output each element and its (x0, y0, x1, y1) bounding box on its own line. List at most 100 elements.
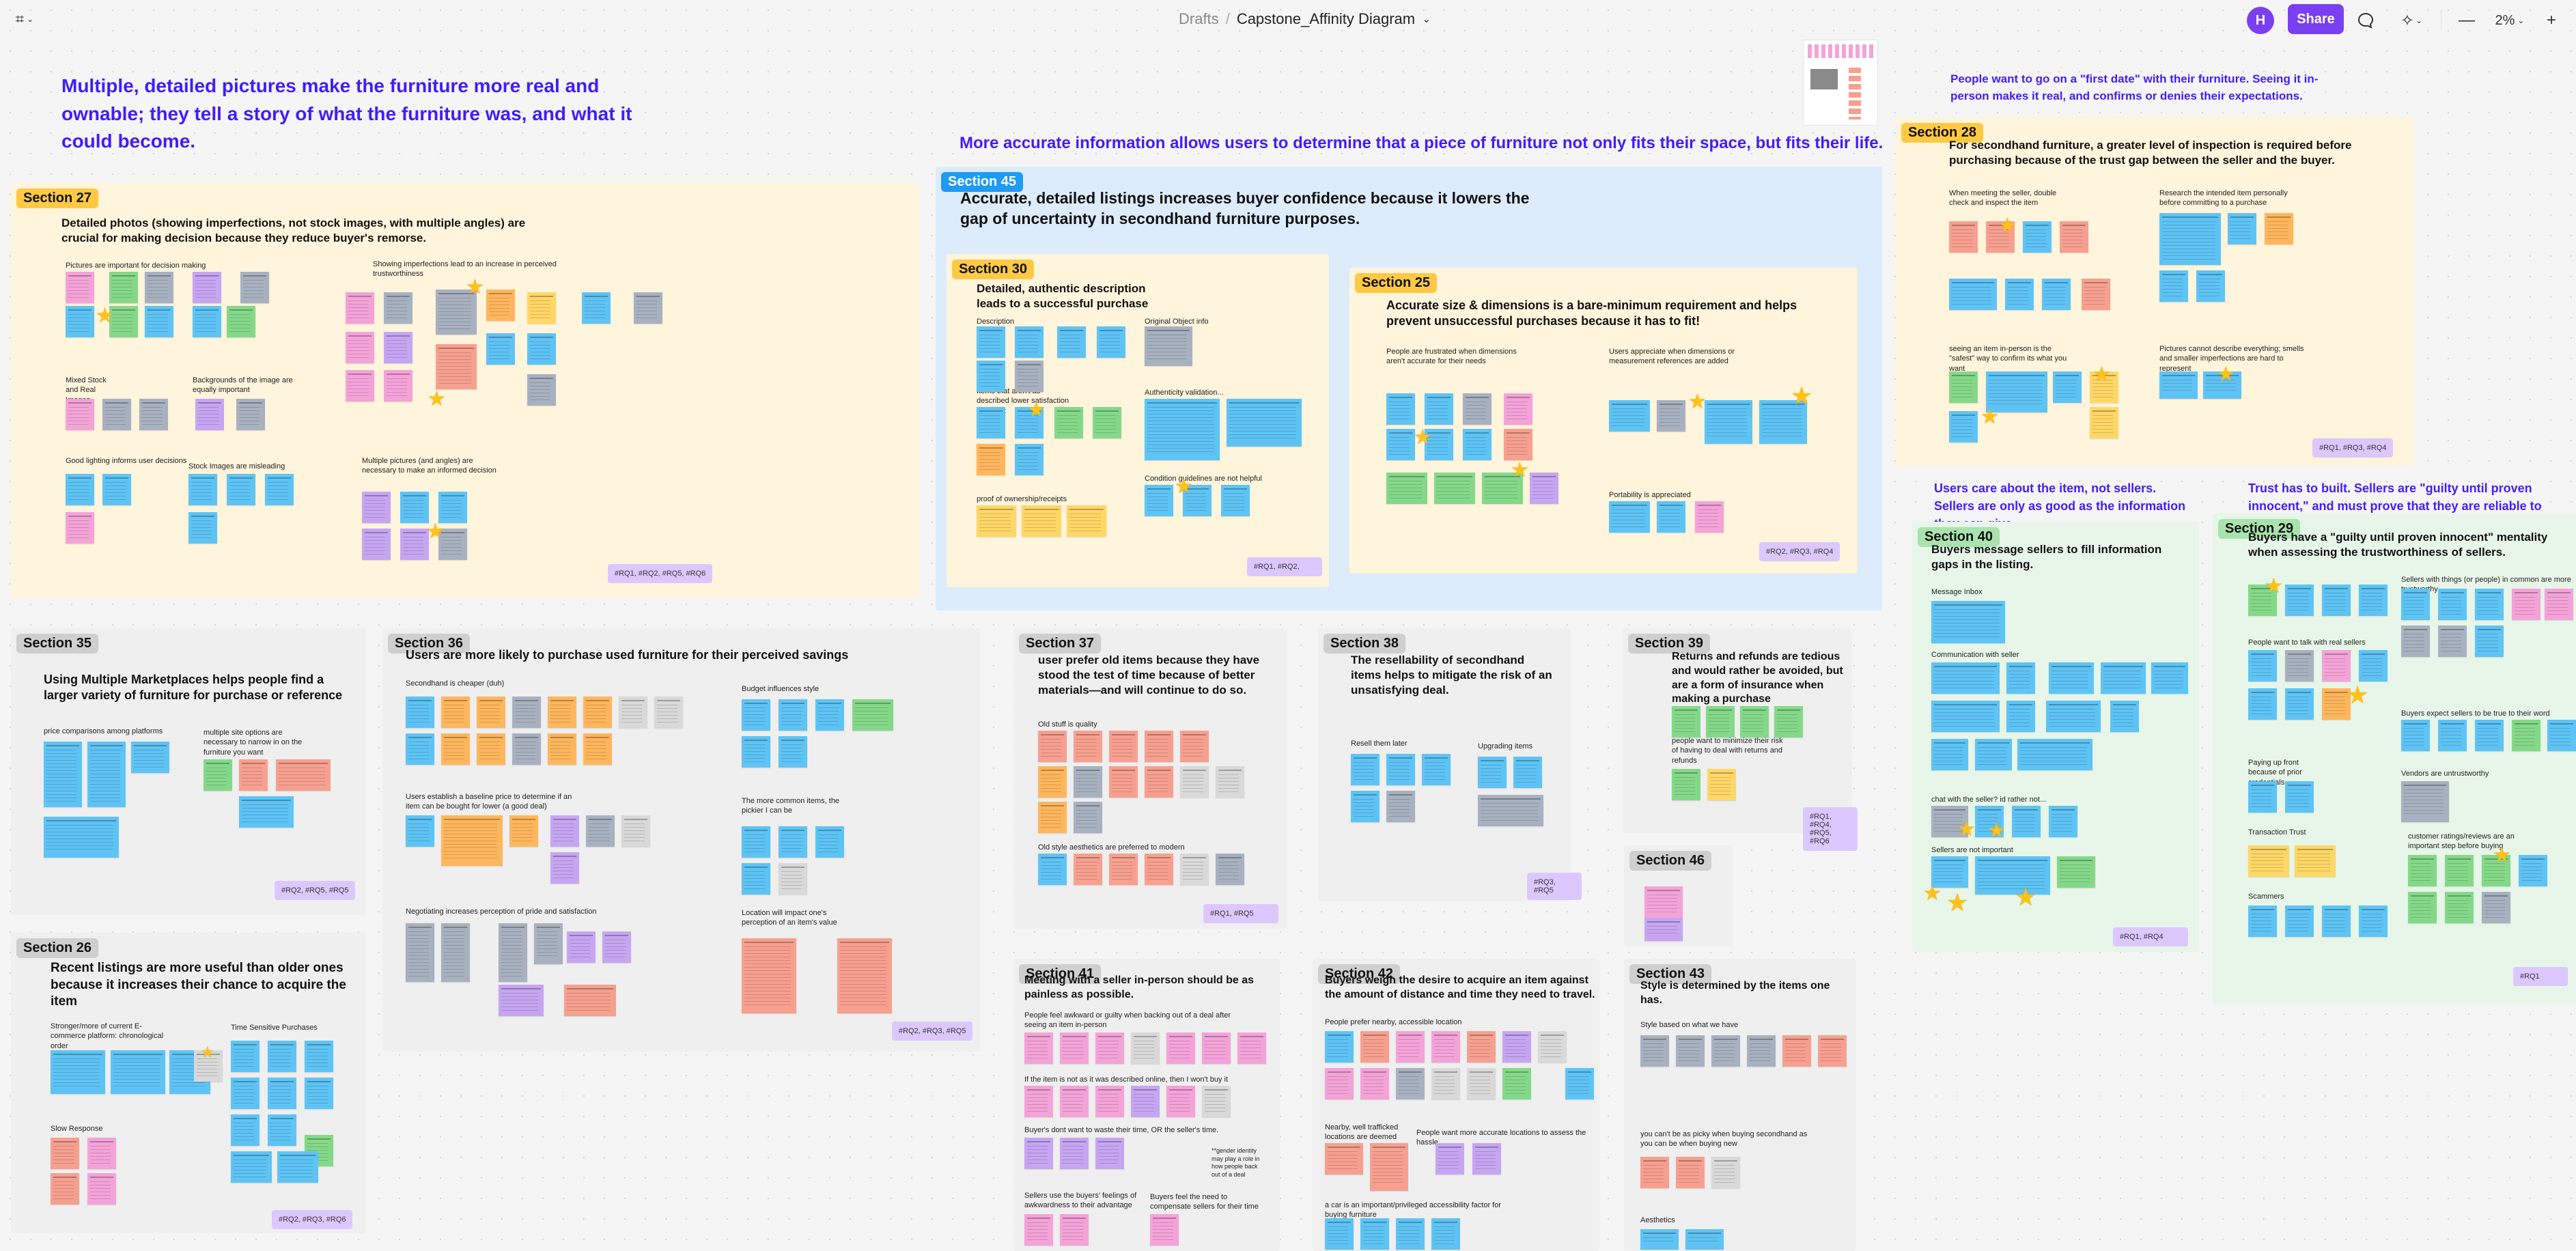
section-27[interactable]: Section 27 Detailed photos (showing impe… (11, 183, 919, 597)
sticky-note[interactable] (1504, 429, 1532, 460)
rq-tag[interactable]: #RQ1, #RQ2, #RQ5, #RQ6 (608, 564, 713, 583)
rq-tag[interactable]: #RQ1, #RQ3, #RQ4 (2312, 438, 2394, 458)
sticky-note[interactable] (1024, 1086, 1053, 1117)
sticky-note[interactable] (567, 931, 596, 963)
sticky-note[interactable] (583, 733, 612, 765)
sticky-note[interactable] (139, 399, 168, 430)
sticky-note[interactable] (1370, 1143, 1408, 1191)
sticky-note[interactable] (2359, 650, 2388, 681)
sticky-note[interactable] (527, 292, 556, 324)
sticky-note[interactable] (2006, 701, 2035, 732)
section-41[interactable]: Section 41 Meeting with a seller in-pers… (1013, 959, 1280, 1251)
sticky-note[interactable] (1931, 856, 1968, 888)
sticky-note[interactable] (1640, 1035, 1669, 1067)
sticky-note[interactable] (1434, 473, 1475, 504)
sticky-note[interactable] (2445, 855, 2474, 886)
sticky-note[interactable] (102, 474, 131, 505)
sticky-note[interactable] (1227, 399, 1302, 447)
star-sticker[interactable]: ★ (1791, 382, 1813, 410)
sticky-note[interactable] (1530, 473, 1558, 504)
zoom-in-button[interactable]: + (2546, 11, 2556, 29)
sticky-note[interactable] (227, 306, 255, 337)
sticky-note[interactable] (1060, 1214, 1089, 1246)
sticky-note[interactable] (2475, 626, 2504, 657)
sticky-note[interactable] (66, 272, 94, 303)
star-sticker[interactable]: ★ (2347, 681, 2369, 709)
sticky-note[interactable] (977, 505, 1016, 537)
sticky-note[interactable] (1386, 791, 1415, 822)
sticky-note[interactable] (742, 699, 770, 731)
sticky-note[interactable] (1022, 505, 1061, 537)
sticky-note[interactable] (1695, 501, 1724, 533)
sticky-note[interactable] (779, 736, 807, 768)
rq-tag[interactable]: #RQ1, #RQ2, (1247, 557, 1322, 576)
sticky-note[interactable] (1060, 1086, 1089, 1117)
sticky-note[interactable] (131, 742, 169, 773)
sticky-note[interactable] (406, 697, 434, 728)
section-label[interactable]: Section 42 (1318, 964, 1401, 984)
sticky-note[interactable] (779, 699, 807, 731)
sticky-note[interactable] (2046, 701, 2101, 732)
sticky-note[interactable] (384, 332, 412, 363)
zoom-out-button[interactable]: — (2459, 11, 2475, 29)
sticky-note[interactable] (512, 733, 541, 765)
sticky-note[interactable] (512, 697, 541, 728)
sticky-note[interactable] (268, 1041, 296, 1072)
sticky-note[interactable] (2248, 905, 2277, 937)
sticky-note[interactable] (582, 292, 611, 324)
sticky-note[interactable] (231, 1078, 260, 1109)
sticky-note[interactable] (193, 306, 221, 337)
sticky-note[interactable] (87, 1138, 116, 1169)
breadcrumb-drafts[interactable]: Drafts (1179, 10, 1219, 27)
sticky-note[interactable] (742, 863, 770, 895)
sticky-note[interactable] (1095, 1032, 1124, 1064)
sticky-note[interactable] (1431, 1218, 1460, 1250)
sticky-note[interactable] (1676, 1157, 1705, 1188)
sticky-note[interactable] (2101, 662, 2146, 694)
sticky-note[interactable] (1360, 1068, 1389, 1099)
sticky-note[interactable] (1478, 795, 1543, 826)
star-sticker[interactable]: ★ (1980, 406, 1999, 428)
sticky-note[interactable] (1504, 393, 1532, 425)
sticky-note[interactable] (1024, 1138, 1053, 1169)
sticky-note[interactable] (346, 292, 374, 324)
section-29[interactable]: Section 29 Buyers have a "guilty until p… (2213, 514, 2576, 1005)
share-button[interactable]: Share (2288, 4, 2344, 34)
star-sticker[interactable]: ★ (201, 1043, 214, 1060)
sticky-note[interactable] (2090, 407, 2118, 438)
sticky-note[interactable] (145, 306, 173, 337)
sticky-note[interactable] (87, 1173, 116, 1205)
sticky-note[interactable] (1015, 361, 1044, 392)
sticky-note[interactable] (977, 326, 1005, 358)
sticky-note[interactable] (276, 759, 331, 791)
section-label[interactable]: Section 35 (16, 634, 99, 653)
sticky-note[interactable] (1513, 757, 1542, 788)
sticky-note[interactable] (2475, 589, 2504, 620)
sticky-note[interactable] (1386, 429, 1415, 460)
sticky-note[interactable] (1216, 854, 1244, 885)
sticky-note[interactable] (1931, 806, 1968, 837)
rq-tag[interactable]: #RQ2, #RQ3, #RQ4 (1759, 542, 1840, 561)
star-sticker[interactable]: ★ (1027, 399, 1046, 421)
file-name[interactable]: Capstone_Affinity Diagram (1236, 10, 1416, 27)
sticky-note[interactable] (2512, 720, 2540, 751)
sticky-note[interactable] (527, 333, 556, 365)
comment-icon[interactable] (2353, 8, 2378, 33)
sticky-note[interactable] (231, 1151, 272, 1183)
rq-tag[interactable]: #RQ2, #RQ3, #RQ6 (272, 1210, 353, 1229)
sticky-note[interactable] (362, 529, 391, 560)
sticky-note[interactable] (195, 399, 224, 430)
section-46[interactable]: Section 46 (1624, 845, 1733, 946)
sticky-note[interactable] (2295, 845, 2336, 877)
sticky-note[interactable] (2482, 855, 2510, 886)
sticky-note[interactable] (194, 1050, 223, 1082)
sticky-note[interactable] (66, 399, 94, 430)
sticky-note[interactable] (1463, 393, 1492, 425)
sticky-note[interactable] (742, 938, 796, 1013)
sticky-note[interactable] (1644, 886, 1683, 918)
sticky-note[interactable] (2401, 781, 2449, 822)
figjam-menu-icon[interactable]: ⌗⌄ (15, 10, 34, 27)
star-sticker[interactable]: ★ (2015, 883, 2037, 911)
star-sticker[interactable]: ★ (1987, 819, 2006, 842)
sticky-note[interactable] (621, 815, 650, 847)
